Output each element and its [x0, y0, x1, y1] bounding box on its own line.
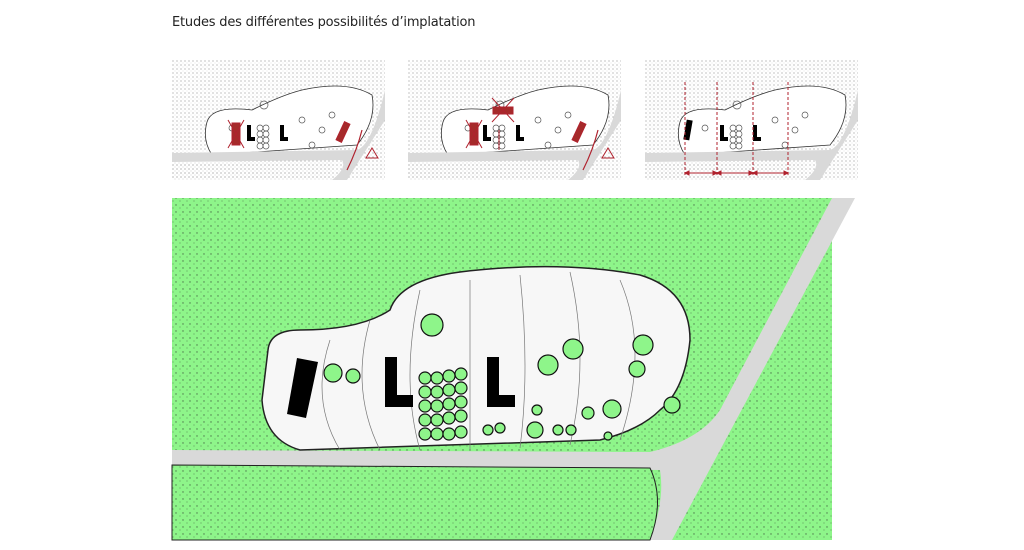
road	[172, 198, 855, 540]
study-thumbnail-2	[407, 59, 622, 181]
contour-lines	[321, 271, 636, 451]
buildings	[287, 357, 515, 418]
warning-icon	[601, 147, 615, 159]
warning-icon	[365, 147, 379, 159]
main-site-plan	[171, 198, 855, 541]
study-thumbnail-3	[644, 59, 859, 181]
study-thumbnail-1	[171, 59, 386, 181]
trees	[323, 313, 681, 441]
dimension-lines	[683, 82, 790, 176]
page-title: Etudes des différentes possibilités d’im…	[172, 15, 476, 30]
clearing	[261, 265, 691, 451]
rejected-building-marks	[465, 97, 599, 171]
rejected-building-marks	[227, 119, 363, 171]
